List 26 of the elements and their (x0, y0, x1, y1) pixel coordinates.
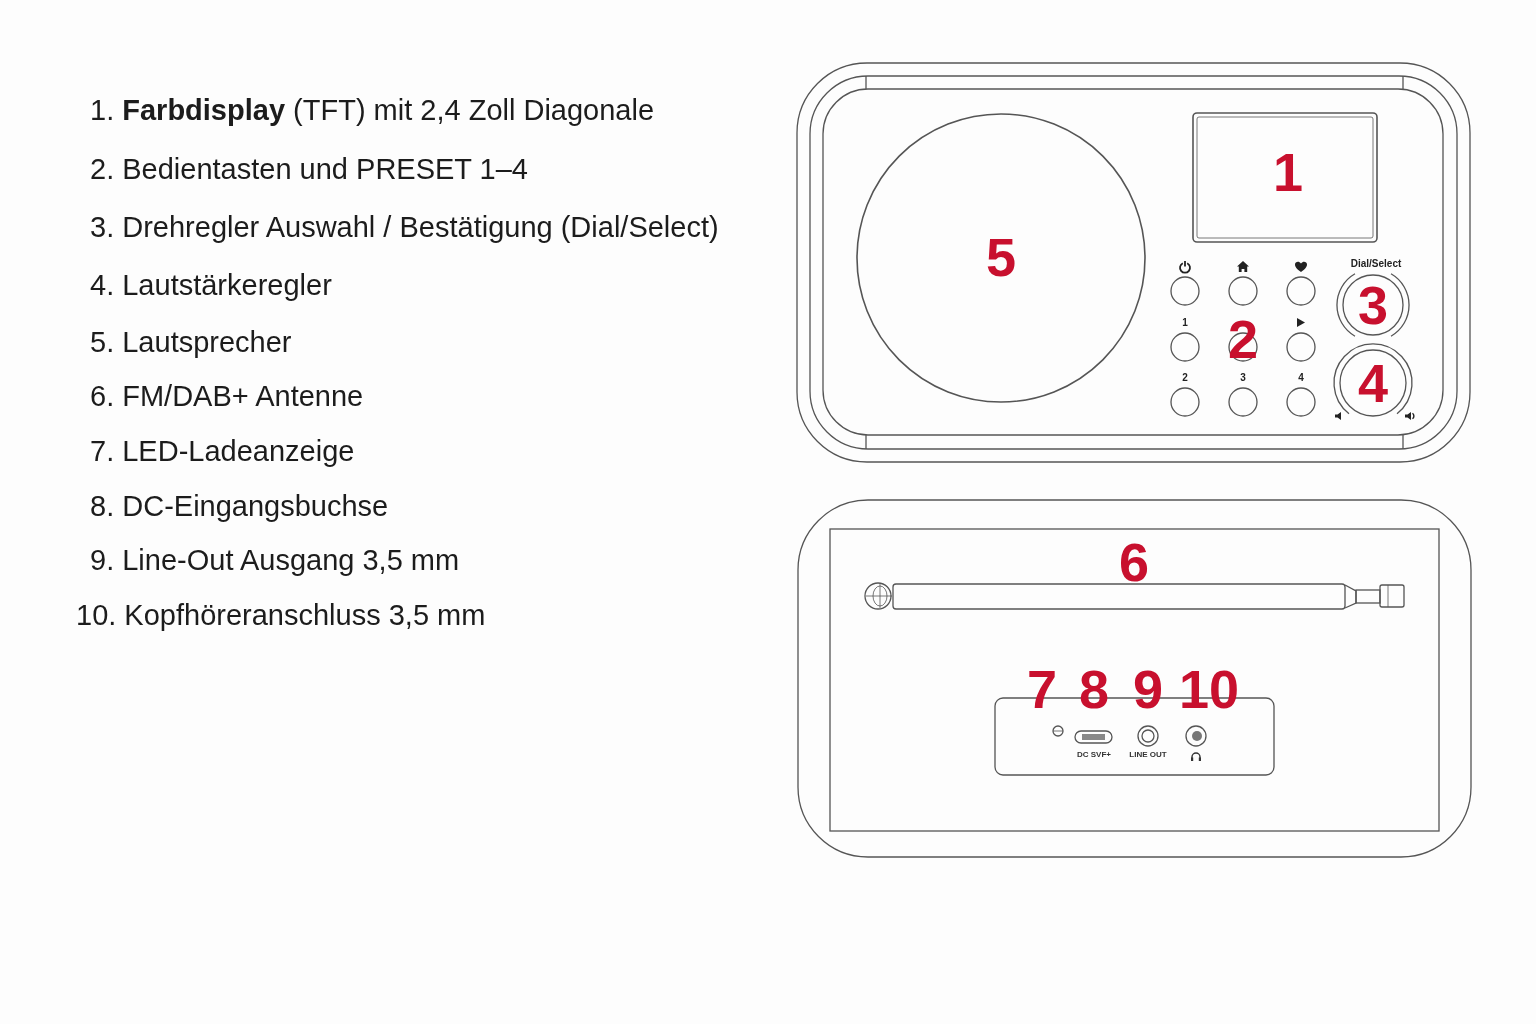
feature-list-item: 10. Kopfhöreranschluss 3,5 mm (76, 599, 486, 633)
callout-number: 5 (986, 236, 1016, 280)
preset-number: 4 (1298, 373, 1304, 383)
feature-list-item: 9. Line-Out Ausgang 3,5 mm (90, 544, 460, 578)
port-label: LINE OUT (1129, 751, 1167, 759)
feature-list-item: 4. Lautstärkeregler (90, 269, 332, 303)
feature-list-item: 2. Bedientasten und PRESET 1–4 (90, 153, 528, 187)
knob-label: Dial/Select (1350, 259, 1402, 269)
callout-number: 10 (1178, 668, 1240, 712)
callout-number: 9 (1133, 668, 1163, 712)
callout-number: 7 (1027, 668, 1057, 712)
callout-number: 4 (1358, 362, 1388, 406)
callout-number: 6 (1119, 541, 1149, 585)
feature-list-item: 5. Lautsprecher (90, 326, 292, 360)
callout-number: 3 (1358, 284, 1388, 328)
preset-number: 2 (1182, 373, 1188, 383)
preset-number: 3 (1240, 373, 1246, 383)
feature-list-item: 7. LED-Ladeanzeige (90, 435, 355, 469)
feature-list-item: 1. Farbdisplay (TFT) mit 2,4 Zoll Diagonale (90, 94, 655, 128)
feature-list-item: 8. DC-Eingangsbuchse (90, 490, 389, 524)
feature-list-item: 6. FM/DAB+ Antenne (90, 380, 364, 414)
preset-number: 1 (1182, 318, 1188, 328)
feature-list-item: 3. Drehregler Auswahl / Bestätigung (Dial/Select) (90, 211, 719, 245)
callout-number: 1 (1273, 151, 1303, 195)
callout-number: 8 (1079, 668, 1109, 712)
port-label: DC SVF+ (1077, 751, 1111, 759)
